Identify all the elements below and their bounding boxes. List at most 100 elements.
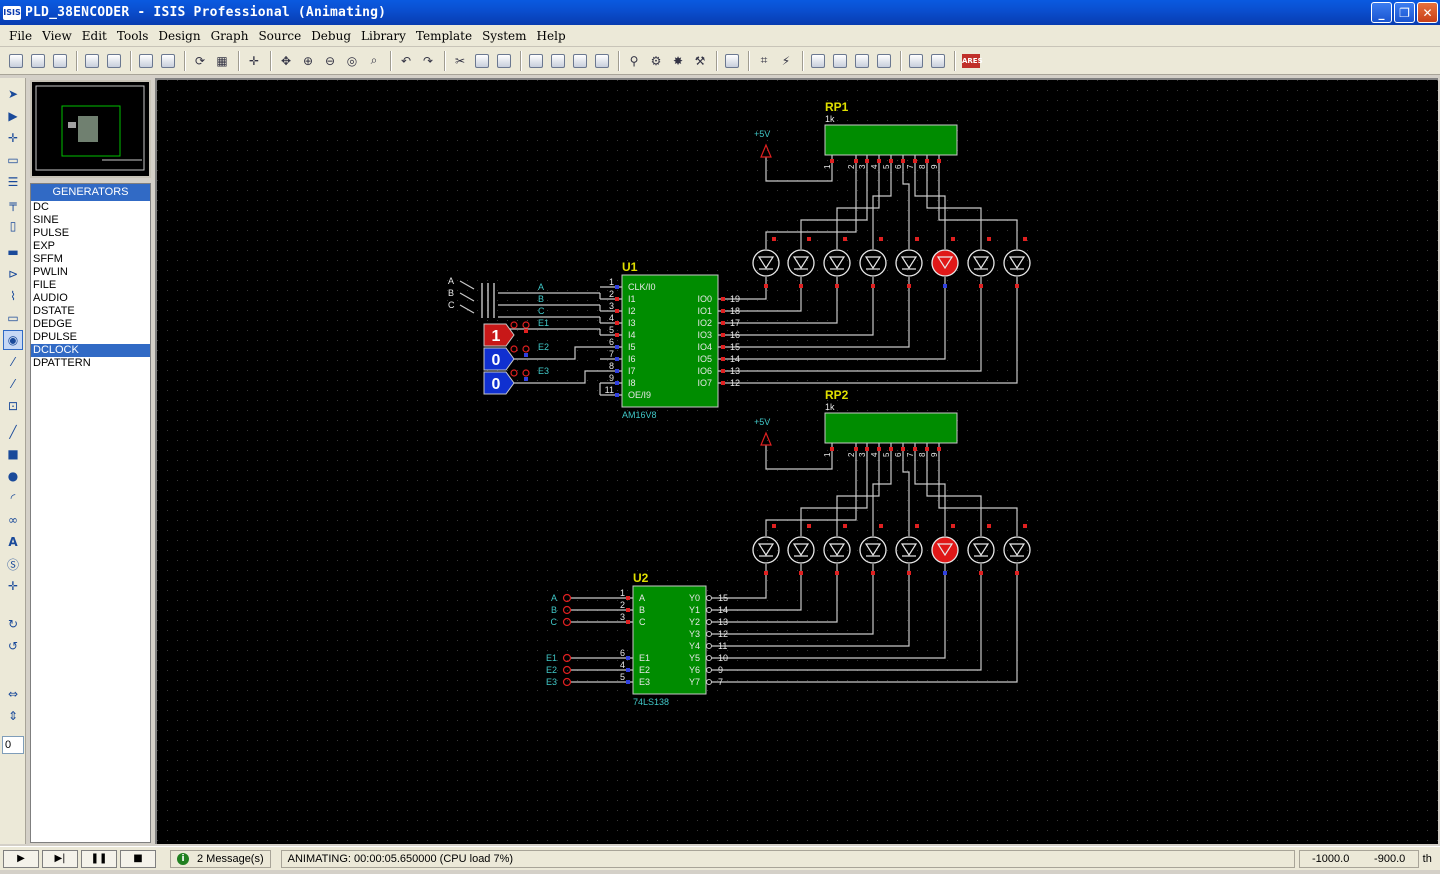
text-script-mode-icon[interactable]: ☰ [7, 175, 19, 189]
electrical-check-icon[interactable] [928, 51, 948, 71]
virtual-instruments-mode-icon[interactable]: ⊡ [7, 399, 19, 413]
block-rotate-icon[interactable] [570, 51, 590, 71]
menu-debug[interactable]: Debug [311, 28, 352, 43]
wire-autorouter-icon[interactable] [722, 51, 742, 71]
wire-label-mode-icon[interactable]: ▭ [7, 153, 19, 167]
redo-icon[interactable]: ↷ [422, 53, 434, 68]
block-move-icon[interactable] [548, 51, 568, 71]
generator-item-dpattern[interactable]: DPATTERN [33, 357, 91, 369]
buses-mode-icon[interactable]: ╤ [9, 197, 17, 211]
graph-mode-icon[interactable]: ⌇ [10, 289, 16, 303]
copy-icon[interactable] [472, 51, 492, 71]
current-probe-mode-icon[interactable]: ⁄ [11, 377, 14, 391]
block-delete-icon[interactable] [592, 51, 612, 71]
path-2d-icon[interactable]: ∞ [8, 513, 18, 527]
generator-item-file[interactable]: FILE [33, 279, 57, 291]
generator-item-dedge[interactable]: DEDGE [33, 318, 73, 330]
maximize-button[interactable]: ❐ [1394, 2, 1415, 23]
view-sheet-icon[interactable] [874, 51, 894, 71]
voltage-probe-mode-icon[interactable]: ⁄ [11, 355, 14, 369]
generator-item-dclock[interactable]: DCLOCK [31, 344, 150, 357]
menu-template[interactable]: Template [415, 28, 473, 43]
search-tag-icon[interactable]: ⌗ [760, 53, 768, 67]
exit-parent-icon[interactable] [852, 51, 872, 71]
undo-icon[interactable]: ↶ [400, 53, 412, 68]
generator-item-dc[interactable]: DC [33, 201, 49, 213]
ares-netlist-icon[interactable]: ARES [960, 51, 983, 71]
arc-2d-icon[interactable]: ◜ [10, 491, 16, 505]
block-copy-icon[interactable] [526, 51, 546, 71]
decompose-icon[interactable]: ⚒ [694, 53, 706, 68]
generator-item-dpulse[interactable]: DPULSE [33, 331, 78, 343]
property-tool-icon[interactable]: ⚡ [781, 53, 791, 68]
new-sheet-icon[interactable] [808, 51, 828, 71]
menu-view[interactable]: View [42, 28, 72, 43]
subcircuit-mode-icon[interactable]: ▯ [9, 219, 17, 233]
print-area-icon[interactable] [158, 51, 178, 71]
mirror-horizontal-icon[interactable]: ⇔ [7, 687, 19, 701]
pick-device-icon[interactable]: ⚲ [629, 53, 639, 68]
zoom-in-icon[interactable]: ⊕ [302, 53, 314, 68]
overview-window[interactable] [30, 80, 151, 178]
menu-help[interactable]: Help [536, 28, 566, 43]
remove-sheet-icon[interactable] [830, 51, 850, 71]
redraw-icon[interactable]: ⟳ [194, 53, 206, 68]
menu-library[interactable]: Library [361, 28, 406, 43]
generator-item-audio[interactable]: AUDIO [33, 292, 68, 304]
mirror-vertical-icon[interactable]: ⇕ [7, 709, 19, 723]
menu-tools[interactable]: Tools [116, 28, 149, 43]
origin-icon[interactable]: ✛ [248, 53, 260, 68]
selection-mode-icon[interactable]: ➤ [7, 87, 19, 101]
paste-icon[interactable] [494, 51, 514, 71]
generator-item-pwlin[interactable]: PWLIN [33, 266, 68, 278]
new-file-icon[interactable] [6, 51, 26, 71]
generator-mode-icon[interactable]: ◉ [3, 330, 23, 350]
component-mode-icon[interactable]: ▶ [8, 109, 18, 123]
circle-2d-icon[interactable]: ● [7, 469, 19, 483]
minimize-button[interactable]: _ [1371, 2, 1392, 23]
junction-mode-icon[interactable]: ✛ [7, 131, 19, 145]
generator-item-sine[interactable]: SINE [33, 214, 59, 226]
play-button[interactable]: ▶ [3, 849, 39, 868]
open-file-icon[interactable] [28, 51, 48, 71]
marker-2d-icon[interactable]: ✛ [7, 579, 19, 593]
zoom-all-icon[interactable]: ◎ [346, 53, 358, 68]
rotate-clockwise-icon[interactable]: ↻ [7, 617, 19, 631]
print-icon[interactable] [136, 51, 156, 71]
generator-item-pulse[interactable]: PULSE [33, 227, 70, 239]
pause-button[interactable]: ❚❚ [81, 849, 117, 868]
line-2d-icon[interactable]: ╱ [9, 425, 17, 439]
save-file-icon[interactable] [50, 51, 70, 71]
zoom-area-icon[interactable]: ⌕ [370, 53, 378, 67]
zoom-out-icon[interactable]: ⊖ [324, 53, 336, 68]
generator-item-exp[interactable]: EXP [33, 240, 56, 252]
symbol-2d-icon[interactable]: Ⓢ [6, 557, 19, 572]
message-indicator[interactable]: i 2 Message(s) [170, 849, 271, 868]
export-section-icon[interactable] [104, 51, 124, 71]
terminals-mode-icon[interactable]: ▬ [7, 245, 19, 259]
close-button[interactable]: ✕ [1417, 2, 1438, 23]
device-pins-mode-icon[interactable]: ⊳ [7, 267, 19, 281]
import-section-icon[interactable] [82, 51, 102, 71]
tape-recorder-mode-icon[interactable]: ▭ [7, 311, 19, 325]
menu-file[interactable]: File [9, 28, 33, 43]
rotation-angle-input[interactable]: 0 [2, 736, 24, 754]
menu-design[interactable]: Design [158, 28, 201, 43]
menu-system[interactable]: System [482, 28, 527, 43]
step-button[interactable]: ▶| [42, 849, 78, 868]
cut-icon[interactable]: ✂ [454, 53, 466, 68]
rotate-anticlockwise-icon[interactable]: ↺ [7, 639, 19, 653]
text-2d-icon[interactable]: A [8, 535, 18, 549]
generator-item-sffm[interactable]: SFFM [33, 253, 63, 265]
packaging-tool-icon[interactable]: ✸ [672, 53, 684, 68]
make-device-icon[interactable]: ⚙ [650, 53, 662, 68]
pan-icon[interactable]: ✥ [280, 53, 292, 68]
menu-graph[interactable]: Graph [210, 28, 249, 43]
stop-button[interactable]: ■ [120, 849, 156, 868]
grid-icon[interactable]: ▦ [216, 53, 228, 68]
box-2d-icon[interactable]: ■ [7, 447, 19, 461]
menu-source[interactable]: Source [258, 28, 302, 43]
generator-item-dstate[interactable]: DSTATE [33, 305, 75, 317]
menu-edit[interactable]: Edit [81, 28, 107, 43]
